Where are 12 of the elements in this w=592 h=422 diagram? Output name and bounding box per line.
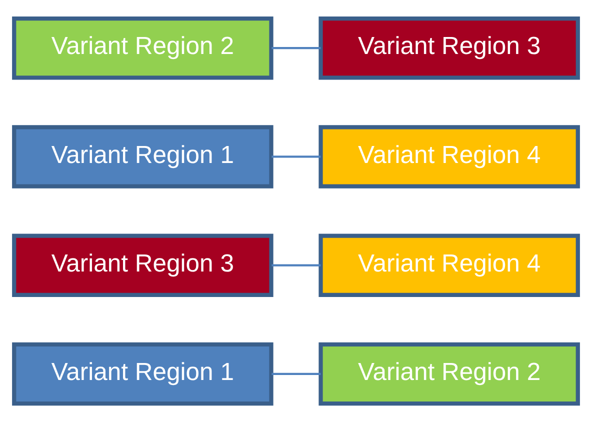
node-box: Variant Region 3 — [12, 234, 274, 297]
node-box: Variant Region 4 — [318, 125, 580, 188]
node-box: Variant Region 2 — [12, 16, 274, 80]
connector — [272, 47, 321, 50]
node-box: Variant Region 4 — [318, 234, 580, 297]
connector — [272, 372, 321, 375]
node-box: Variant Region 3 — [318, 16, 580, 80]
node-box: Variant Region 2 — [318, 342, 580, 406]
connector — [272, 264, 321, 266]
connector — [272, 156, 321, 158]
node-box: Variant Region 1 — [12, 342, 274, 406]
node-box: Variant Region 1 — [12, 125, 274, 188]
